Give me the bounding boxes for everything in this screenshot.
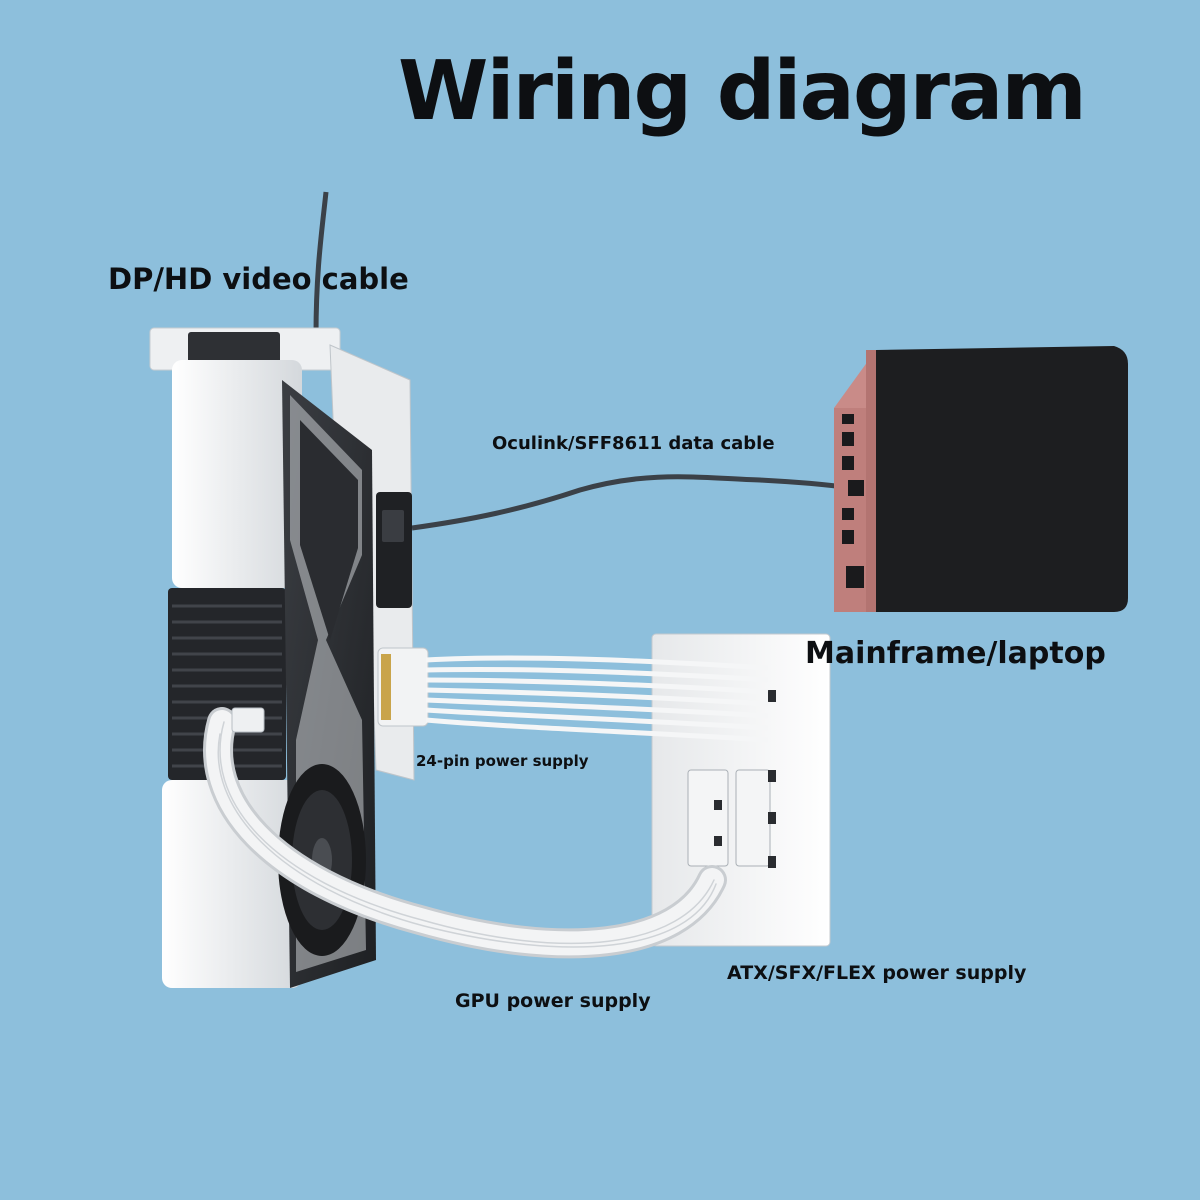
24pin-cable <box>425 655 769 743</box>
gpu-dock <box>149 327 429 988</box>
oculink-cable <box>411 474 853 531</box>
host-ports <box>842 414 864 588</box>
page-title: Wiring diagram <box>398 44 1087 139</box>
pin24-label: 24-pin power supply <box>416 752 589 770</box>
host-label: Mainframe/laptop <box>805 636 1106 671</box>
gpu-power-label: GPU power supply <box>455 990 651 1012</box>
psu-label: ATX/SFX/FLEX power supply <box>727 962 1027 984</box>
data-cable-label: Oculink/SFF8611 data cable <box>492 433 775 454</box>
video-cable <box>313 191 329 336</box>
24pin-socket-pins <box>381 654 391 720</box>
gpu-power-cable <box>203 707 727 959</box>
host-mini-pc <box>834 346 1128 612</box>
video-cable-label: DP/HD video cable <box>108 262 409 296</box>
